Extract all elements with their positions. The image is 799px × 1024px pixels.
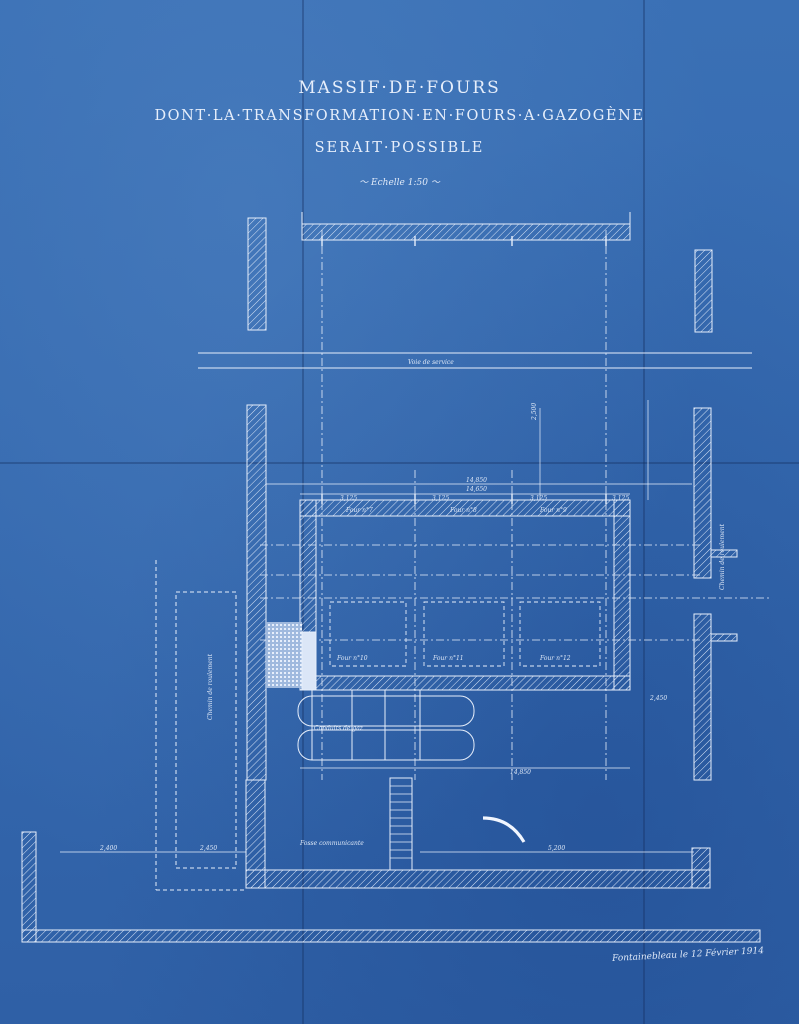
left-pit-label: Chemin de roulement: [207, 653, 214, 720]
scale-label: 〜 Echelle 1:50 〜: [0, 175, 799, 188]
dim-floor: 5,200: [548, 845, 565, 852]
dim-seg-3: 3,125: [530, 495, 547, 502]
stair: [389, 777, 413, 871]
oven-12-label: Four n°12: [539, 655, 571, 662]
right-side-label: Chemin de roulement: [719, 523, 726, 590]
right-wall-flange: [710, 549, 738, 558]
flue-block: [301, 631, 317, 691]
oven-block-bottom-wall: [299, 675, 631, 691]
brick-filler: [266, 622, 302, 688]
scale-flourish-left: 〜: [359, 178, 369, 188]
upper-left-wall: [247, 217, 267, 331]
pit-label: Fosse communicante: [299, 840, 364, 847]
bottom-left-post: [245, 779, 266, 889]
oven-12-chamber: [519, 601, 601, 667]
right-wall-upper: [693, 407, 712, 579]
top-wall: [301, 223, 631, 241]
dim-vertical: 2,500: [531, 403, 538, 421]
dim-bottom-left: 2,400: [99, 845, 117, 852]
dim-seg-1: 3,125: [340, 495, 357, 502]
railway-label: Voie de service: [408, 359, 454, 366]
gas-pipe-lower: [297, 729, 475, 761]
upper-right-wall: [694, 249, 713, 333]
oven-9-label: Four n°9: [539, 507, 567, 514]
scale-flourish-right: 〜: [430, 178, 440, 188]
left-wall: [246, 404, 267, 781]
dim-bottom-total: 14,850: [510, 769, 531, 776]
dim-side-a: 2,450: [199, 845, 217, 852]
left-pit: [175, 591, 237, 869]
drawing-title-line-3: SERAIT·POSSIBLE: [314, 140, 485, 156]
right-wall-lower: [693, 613, 712, 781]
ground-hatch: [21, 929, 761, 943]
dim-top-inner: 14,650: [466, 486, 487, 493]
oven-7-label: Four n°7: [345, 507, 373, 514]
bottom-wall: [245, 869, 711, 889]
drawing-title-line-1: MASSIF·DE·FOURS: [298, 78, 501, 98]
hook-mark: [482, 816, 526, 843]
dim-seg-4: 3,125: [612, 495, 629, 502]
drawing-title-line-2: DONT·LA·TRANSFORMATION·EN·FOURS·A·GAZOGÈ…: [154, 108, 645, 124]
oven-10-label: Four n°10: [336, 655, 368, 662]
oven-10-chamber: [329, 601, 407, 667]
oven-11-chamber: [423, 601, 505, 667]
paper-fold: [643, 0, 645, 1024]
dim-top-total: 14,850: [466, 477, 487, 484]
oven-block-right-wall: [613, 499, 631, 691]
right-wall-flange: [710, 633, 738, 642]
ground-left-edge: [21, 831, 37, 943]
gas-pipe-upper: [297, 695, 475, 727]
paper-fold: [0, 462, 799, 464]
dim-right: 2,450: [649, 695, 667, 702]
oven-8-label: Four n°8: [449, 507, 477, 514]
bottom-right-post: [691, 847, 711, 889]
dim-seg-2: 3,125: [432, 495, 449, 502]
scale-text: Echelle 1:50: [371, 178, 428, 188]
gas-pipe-label: Conduits de gaz: [314, 725, 364, 732]
oven-11-label: Four n°11: [432, 655, 464, 662]
